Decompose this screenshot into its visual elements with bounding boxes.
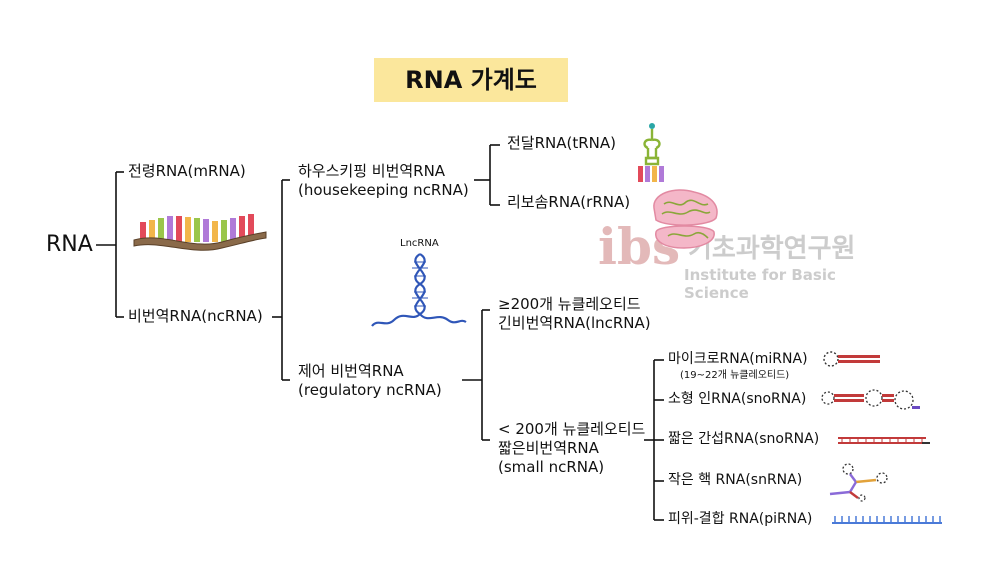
- ncrna-label: 비번역RNA(ncRNA): [128, 307, 263, 325]
- housekeeping-label-en: (housekeeping ncRNA): [298, 181, 469, 199]
- small-ncrna-label-ko: 짧은비번역RNA: [498, 439, 599, 457]
- title-background: [374, 58, 568, 102]
- pirna-icon: [832, 516, 942, 524]
- snrna-label: 작은 핵 RNA(snRNA): [668, 472, 803, 488]
- rrna-ribosome-icon: [653, 189, 718, 249]
- mirna-note: (19~22개 뉴클레오티드): [680, 370, 790, 381]
- trna-icon: [638, 123, 664, 182]
- watermark-name-en: Institute for Basic Science: [684, 266, 836, 302]
- mrna-strand-icon: [133, 214, 267, 251]
- lncrna-length-label: ≥200개 뉴클레오티드: [498, 295, 641, 313]
- small-ncrna-length-label: < 200개 뉴클레오티드: [498, 420, 646, 438]
- root-label: RNA: [46, 232, 93, 257]
- housekeeping-label-ko: 하우스키핑 비번역RNA: [298, 162, 446, 180]
- regulatory-label-en: (regulatory ncRNA): [298, 381, 442, 399]
- lncrna-label: 긴비번역RNA(lncRNA): [498, 314, 651, 332]
- pirna-label: 피위-결합 RNA(piRNA): [668, 511, 813, 527]
- sirna-icon: [838, 437, 930, 444]
- rrna-label: 리보솜RNA(rRNA): [507, 193, 631, 211]
- snrna-icon: [829, 463, 888, 502]
- watermark: ibs 기초과학연구원 Institute for Basic Science: [598, 222, 898, 303]
- snorna-icon: [821, 389, 920, 410]
- small-ncrna-label-en: (small ncRNA): [498, 458, 605, 476]
- regulatory-label-ko: 제어 비번역RNA: [298, 362, 404, 380]
- mirna-hairpin-icon: [823, 351, 880, 367]
- lncrna-caption: LncRNA: [400, 238, 439, 249]
- mirna-label: 마이크로RNA(miRNA): [668, 351, 808, 367]
- snorna-label: 소형 인RNA(snoRNA): [668, 391, 807, 407]
- page-title: RNA 가계도: [405, 66, 537, 94]
- sirna-label: 짧은 간섭RNA(snoRNA): [668, 431, 820, 447]
- lncrna-helix-icon: [371, 253, 467, 327]
- trna-label: 전달RNA(tRNA): [507, 134, 616, 152]
- watermark-name-ko: 기초과학연구원: [688, 234, 856, 264]
- mrna-label: 전령RNA(mRNA): [128, 162, 246, 180]
